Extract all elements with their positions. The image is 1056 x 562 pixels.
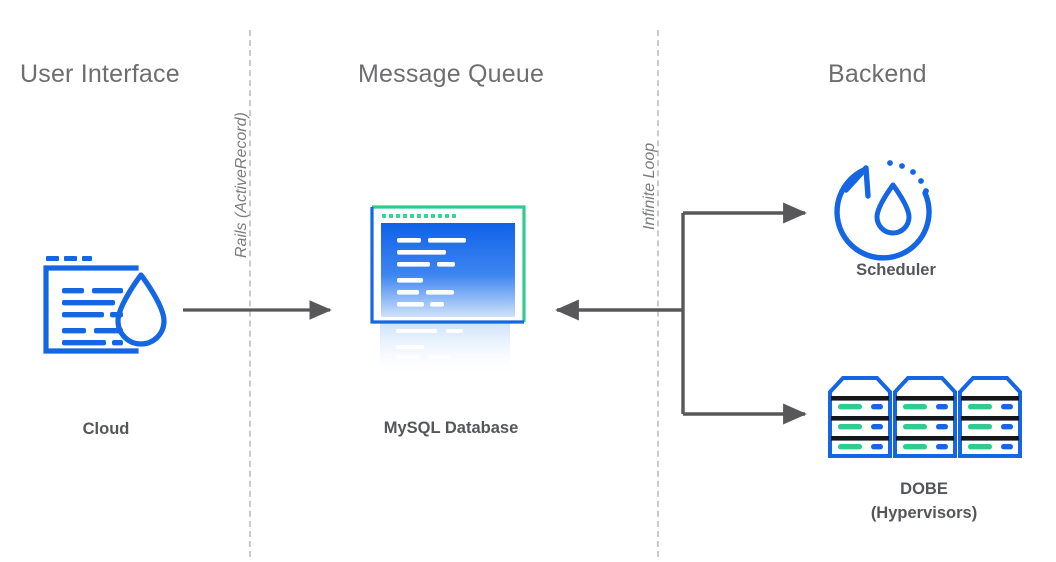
database-frame-icon [370, 205, 526, 324]
column-header-backend: Backend [828, 60, 927, 88]
boundary-label-rails: Rails (ActiveRecord) [233, 112, 250, 258]
column-divider-mq-backend [657, 30, 659, 557]
scheduler-loop-dots-icon [887, 160, 929, 194]
database-code-lines-icon [397, 238, 466, 307]
server-rack-1 [828, 376, 892, 458]
node-label-dobe-line1: DOBE [900, 480, 948, 498]
node-label-mysql-database: MySQL Database [383, 419, 519, 437]
column-divider-ui-mq [249, 30, 251, 557]
node-label-dobe: DOBE (Hypervisors) [828, 478, 1020, 526]
scheduler-droplet-icon [874, 182, 912, 236]
scheduler-loop-arc-icon [834, 165, 932, 261]
node-label-scheduler: Scheduler [856, 261, 936, 279]
cloud-window-dots-icon [46, 256, 92, 261]
database-reflection [380, 322, 510, 378]
cloud-droplet-icon [115, 272, 167, 347]
boundary-label-infinite-loop: Infinite Loop [641, 142, 658, 230]
server-rack-3 [958, 376, 1022, 458]
cloud-window-frame-icon [43, 265, 139, 354]
cloud-code-lines-icon [62, 288, 123, 346]
server-rack-2 [893, 376, 957, 458]
node-label-dobe-line2: (Hypervisors) [870, 503, 978, 522]
database-title-dots-icon [382, 214, 456, 218]
database-screen-panel [381, 223, 515, 317]
node-label-cloud: Cloud [82, 420, 130, 438]
column-header-message-queue: Message Queue [358, 60, 545, 88]
column-header-user-interface: User Interface [20, 60, 180, 88]
